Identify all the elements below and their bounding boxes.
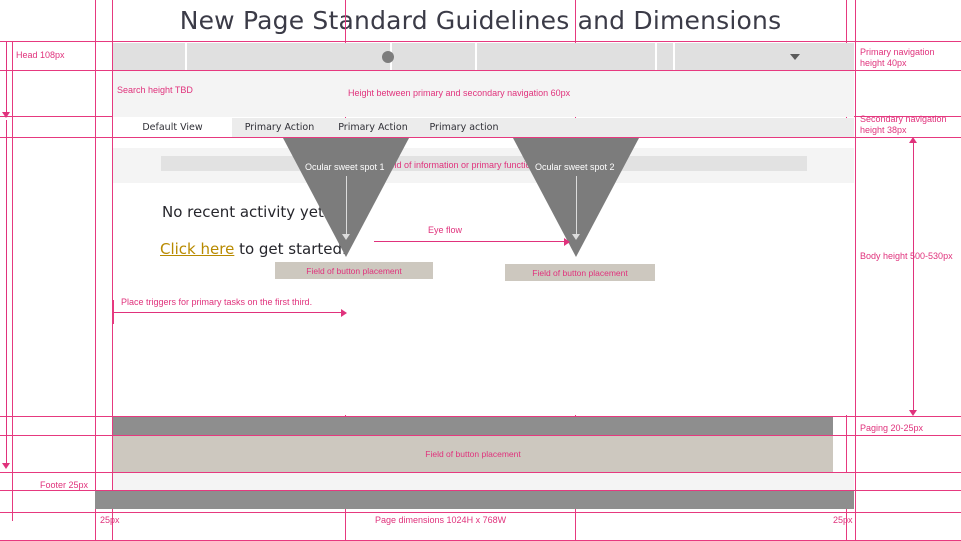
chevron-down-icon[interactable] [790,54,800,60]
tab-primary-action-1[interactable]: Primary Action [244,122,315,133]
eye-flow-arrow-head [564,238,570,246]
guide-h-page-bottom [0,512,961,513]
page-title: New Page Standard Guidelines and Dimensi… [179,6,782,35]
place-triggers-arrow-shaft [113,312,345,313]
guide-h-body-bottom [0,416,961,417]
ocular-sweet-spot-2-label: Ocular sweet spot 2 [535,162,615,172]
annotation-page-dimensions: Page dimensions 1024H x 768W [375,515,507,525]
nav-divider [475,43,477,70]
annotation-margin-left: 25px [100,515,120,525]
content-band-label: Field of information or primary function… [382,160,596,170]
annotation-footer: Footer 25px [40,480,89,490]
page-bottom-bar [95,491,854,509]
button-placement-field-1: Field of button placement [275,262,433,279]
place-triggers-arrow-start-cap [113,300,114,324]
guide-h-secondary-nav-bottom [0,137,961,138]
place-triggers-arrow-head [341,309,347,317]
tab-primary-action-3[interactable]: Primary action [429,122,499,133]
body-height-arrow-head-top [909,137,917,143]
annotation-secondary-nav-height: Secondary navigation height 38px [860,114,947,135]
tab-default-view[interactable]: Default View [113,118,232,137]
primary-navigation-bar[interactable] [113,43,854,70]
guide-h-footer-bottom [0,490,961,491]
annotation-place-triggers: Place triggers for primary tasks on the … [121,297,313,307]
annotation-search-height: Search height TBD [117,85,193,95]
paging-bar[interactable] [113,417,833,435]
eye-flow-arrow-shaft [374,241,566,242]
guide-h-footer-top [0,472,961,473]
annotation-eye-flow: Eye flow [428,225,463,235]
guide-h-head-top [0,41,961,42]
annotation-head: Head 108px [16,50,65,60]
button-placement-field-3: Field of button placement [113,436,833,472]
guide-v-label-col [95,0,96,541]
annotation-height-between-navs: Height between primary and secondary nav… [348,88,571,98]
body-height-arrow-head-bottom [909,410,917,416]
secondary-navigation-bar[interactable]: Default View Primary Action Primary Acti… [113,118,854,137]
footer-bar [113,473,854,490]
guide-h-primary-nav-bottom [0,70,961,71]
search-region[interactable] [113,71,854,117]
sweet-spot-1-arrow-head [342,234,350,240]
body-height-arrow-shaft-left [6,120,7,467]
guide-h-paging-bottom [0,435,961,436]
nav-divider [673,43,675,70]
nav-divider [185,43,187,70]
guide-v-label-col-right [855,0,856,541]
sweet-spot-2-arrow-head [572,234,580,240]
ocular-sweet-spot-1-label: Ocular sweet spot 1 [305,162,385,172]
head-height-arrow-head [2,112,10,118]
sweet-spot-1-arrow-shaft [346,176,347,236]
annotation-body-height: Body height 500-530px [860,251,953,261]
sweet-spot-2-arrow-shaft [576,176,577,236]
nav-divider [655,43,657,70]
guide-v-margin-left [112,0,113,541]
annotation-margin-right: 25px [833,515,853,525]
get-started-link[interactable]: Click here [160,240,235,258]
tab-primary-action-2[interactable]: Primary Action [338,122,408,133]
guide-v-far-left [12,41,13,521]
body-height-arrow-shaft-right [913,142,914,413]
head-height-arrow-shaft [6,42,7,116]
body-height-arrow-head-left [2,463,10,469]
body-region [113,138,854,415]
button-placement-field-2: Field of button placement [505,264,655,281]
menu-dot-icon[interactable] [382,51,394,63]
annotation-paging: Paging 20-25px [860,423,924,433]
annotation-primary-nav-height: Primary navigation height 40px [860,47,935,68]
